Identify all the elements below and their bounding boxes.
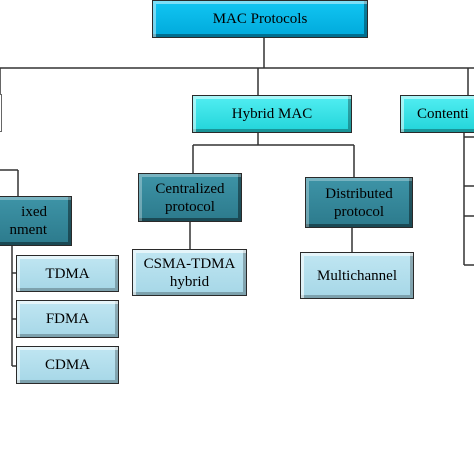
centralized-label-line2: protocol <box>164 198 215 215</box>
mac-protocols-label: MAC Protocols <box>212 11 308 27</box>
distributed-label-line2: protocol <box>334 203 384 220</box>
cdma-label: CDMA <box>44 357 90 373</box>
tdma-label: TDMA <box>45 265 90 282</box>
left-category-box-edge <box>0 94 2 132</box>
multichannel-label: Multichannel <box>317 267 397 284</box>
mac-protocols-node: MAC Protocols <box>152 0 368 38</box>
contention-node: Contenti <box>400 95 474 133</box>
tdma-node: TDMA <box>16 255 119 292</box>
fixed-assignment-node: ixed nment <box>0 196 72 246</box>
hybrid-mac-label: Hybrid MAC <box>231 106 313 122</box>
fixed-assignment-label-line1: ixed <box>21 204 47 220</box>
distributed-label-line1: Distributed <box>325 185 393 202</box>
contention-label: Contenti <box>417 106 469 122</box>
centralized-label-line1: Centralized <box>155 180 225 197</box>
fdma-node: FDMA <box>16 300 119 338</box>
csma-tdma-label-line1: CSMA-TDMA <box>143 255 236 272</box>
csma-tdma-label-line2: hybrid <box>169 273 210 290</box>
distributed-protocol-node: Distributed protocol <box>305 177 413 228</box>
csma-tdma-hybrid-node: CSMA-TDMA hybrid <box>132 249 247 296</box>
hybrid-mac-node: Hybrid MAC <box>192 95 352 133</box>
cdma-node: CDMA <box>16 346 119 384</box>
centralized-protocol-node: Centralized protocol <box>138 173 242 222</box>
fixed-assignment-label-line2: nment <box>9 222 48 238</box>
fdma-label: FDMA <box>45 311 90 327</box>
multichannel-node: Multichannel <box>300 252 414 299</box>
